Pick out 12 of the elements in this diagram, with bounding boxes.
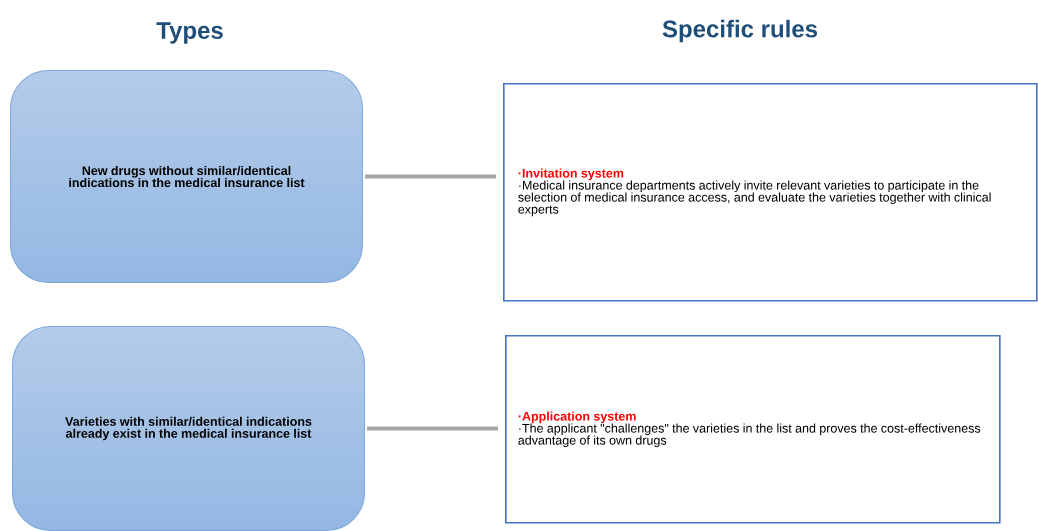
category-box [12, 326, 365, 531]
category-box [10, 70, 363, 283]
connector-line [365, 174, 496, 179]
column-heading: Specific rules [662, 19, 818, 43]
box-text: Varieties with similar/identical indications already exist in the medical insurance list [65, 416, 312, 441]
box-text: New drugs without similar/identical indications in the medical insurance list [69, 165, 305, 188]
rule-heading: ·Invitation system [518, 168, 624, 181]
connector-line [367, 426, 498, 431]
rule-text: ·Medical insurance departments actively invite relevant varieties to participate in the selection of medical insurance access, and evaluate the varieties together with clinical experts [518, 180, 991, 217]
rule-heading: ·Application system [518, 411, 636, 424]
rule-text: ·The applicant "challenges" the varieties in the list and proves the cost-effectiveness advantage of its own drugs [518, 423, 981, 448]
column-heading: Types [156, 22, 223, 44]
